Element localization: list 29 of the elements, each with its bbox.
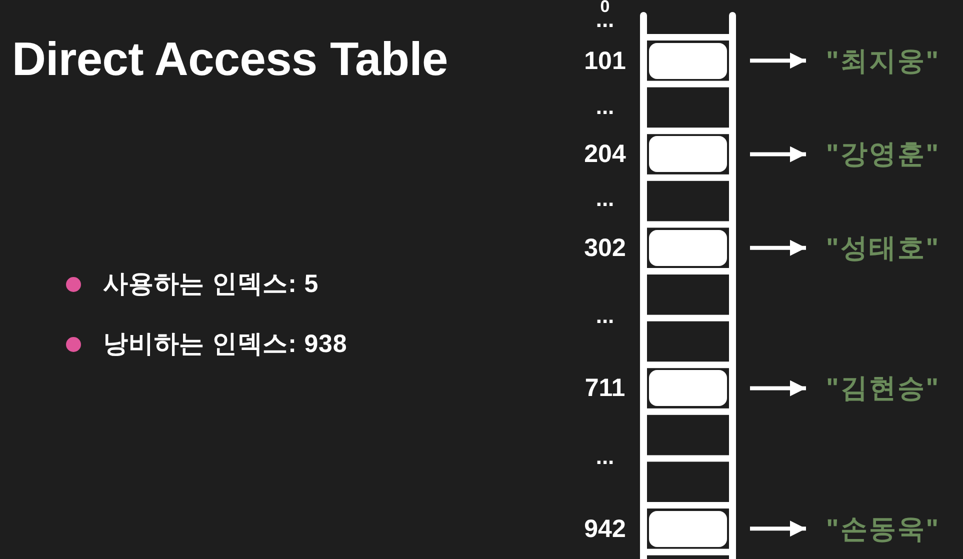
- ellipsis: ...: [596, 99, 614, 115]
- index-number: 0: [600, 0, 610, 14]
- ellipsis: ...: [596, 191, 614, 207]
- ellipsis: ...: [596, 449, 614, 465]
- bullet-text: 사용하는 인덱스: 5: [103, 269, 319, 299]
- arrow: [750, 146, 806, 162]
- value-text: "최지웅": [826, 44, 940, 77]
- ellipsis: ...: [596, 308, 614, 324]
- value-text: "강영훈": [826, 138, 940, 170]
- index-number: 204: [584, 139, 626, 170]
- arrow: [750, 52, 806, 69]
- index-number: 101: [584, 46, 626, 76]
- index-number: 711: [584, 373, 626, 404]
- value-text: "김현승": [826, 372, 940, 404]
- value-text: "손동욱": [826, 512, 940, 545]
- arrow: [750, 520, 806, 537]
- array-slot: [649, 370, 727, 406]
- index-number: 302: [584, 232, 626, 263]
- array-slot: [649, 42, 727, 79]
- array-slot: [649, 510, 727, 547]
- bullet-text: 낭비하는 인덱스: 938: [103, 329, 348, 359]
- arrow: [750, 240, 806, 256]
- title: Direct Access Table: [12, 35, 448, 82]
- array-slot: [649, 136, 727, 172]
- array-slot: [649, 230, 727, 266]
- ellipsis: ...: [596, 12, 614, 28]
- value-text: "성태호": [826, 232, 940, 264]
- index-number: 942: [584, 514, 626, 544]
- arrow: [750, 380, 806, 396]
